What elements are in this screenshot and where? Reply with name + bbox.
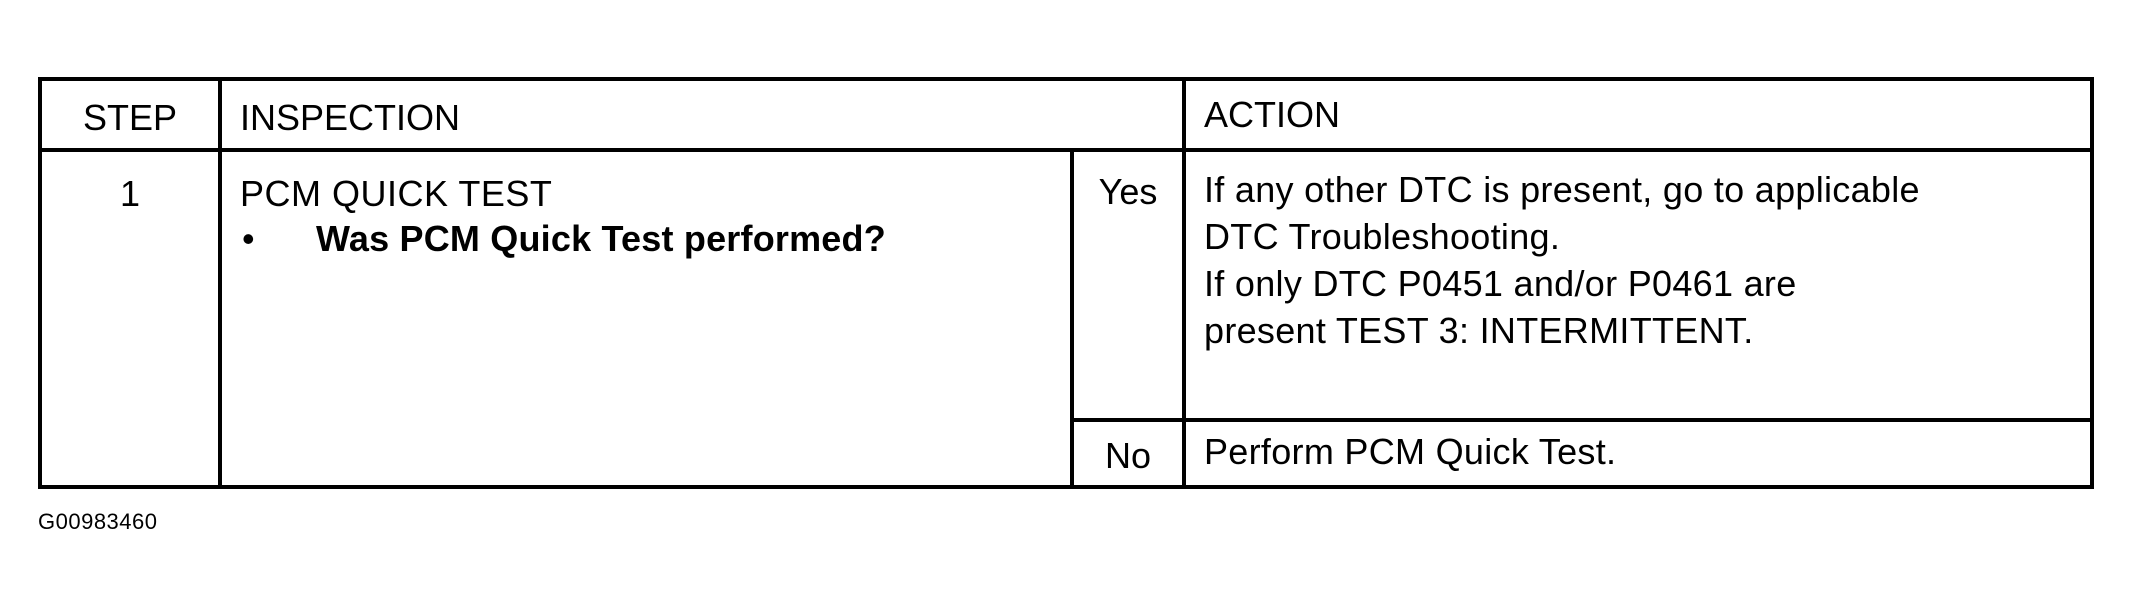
table-row: No Perform PCM Quick Test.: [40, 418, 2094, 489]
figure-id: G00983460: [38, 509, 158, 534]
diagnostic-step-table: STEP INSPECTION ACTION 1 PCM QUICK TEST …: [38, 77, 2094, 489]
no-action: Perform PCM Quick Test.: [1182, 418, 2094, 489]
step-number: 1: [38, 148, 222, 489]
inspection-title: PCM QUICK TEST: [240, 173, 553, 214]
question-text: Was PCM Quick Test performed?: [316, 218, 886, 259]
bullet-icon: •: [242, 218, 255, 259]
no-label: No: [1070, 418, 1186, 489]
yes-action-line: present TEST 3: INTERMITTENT.: [1204, 310, 1754, 351]
inspection-question: • Was PCM Quick Test performed?: [240, 218, 1070, 260]
table-header-row: STEP INSPECTION ACTION: [38, 77, 2094, 152]
yes-action-cell: If any other DTC is present, go to appli…: [1182, 148, 2094, 422]
yes-label: Yes: [1070, 148, 1186, 422]
inspection-cell: PCM QUICK TEST • Was PCM Quick Test perf…: [218, 148, 1074, 489]
header-step: STEP: [38, 77, 222, 152]
yes-action-line: DTC Troubleshooting.: [1204, 216, 1561, 257]
header-inspection: INSPECTION: [218, 77, 1186, 152]
table-row: 1 PCM QUICK TEST • Was PCM Quick Test pe…: [38, 148, 2094, 489]
header-action: ACTION: [1182, 77, 2094, 152]
yes-action-line: If only DTC P0451 and/or P0461 are: [1204, 263, 1797, 304]
yes-action-line: If any other DTC is present, go to appli…: [1204, 169, 1920, 210]
